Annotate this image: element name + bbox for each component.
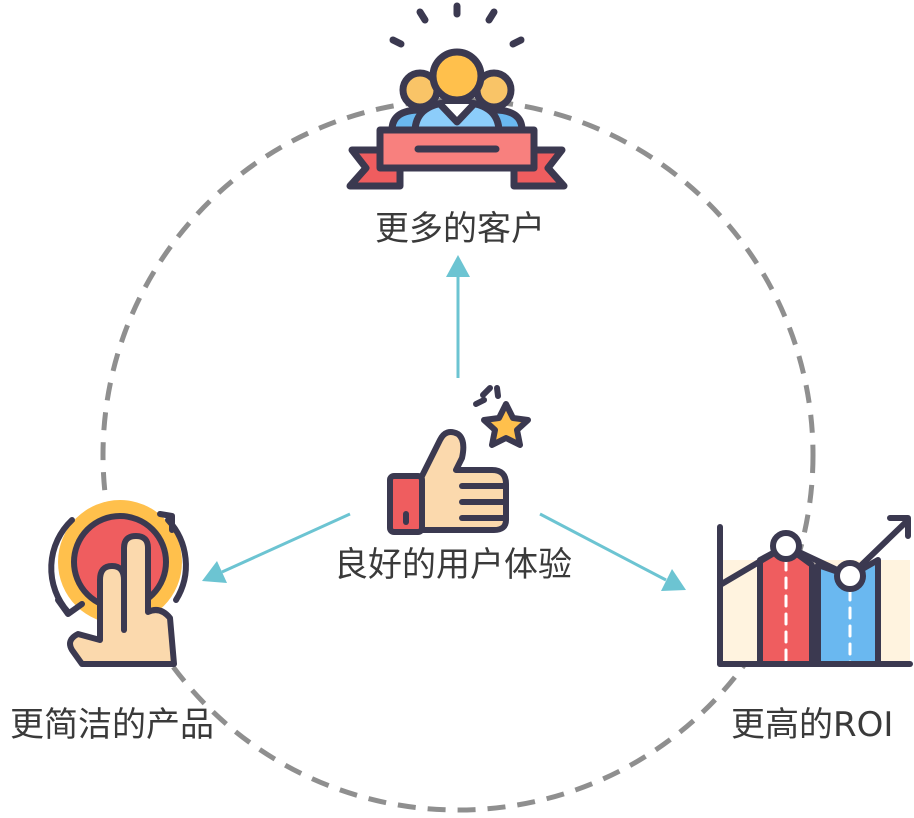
audience-ribbon-icon: [350, 6, 564, 186]
label-more-customers: 更多的客户: [375, 212, 545, 246]
label-simpler-product: 更简洁的产品: [10, 708, 214, 742]
label-good-user-experience: 良好的用户体验: [334, 548, 572, 582]
growth-chart-icon: [720, 518, 910, 664]
thumbs-up-star-icon: [390, 388, 528, 532]
tap-button-refresh-icon: [51, 500, 186, 664]
label-higher-roi: 更高的ROI: [731, 708, 893, 742]
arrow-left: [202, 514, 350, 583]
arrow-up: [446, 255, 470, 378]
